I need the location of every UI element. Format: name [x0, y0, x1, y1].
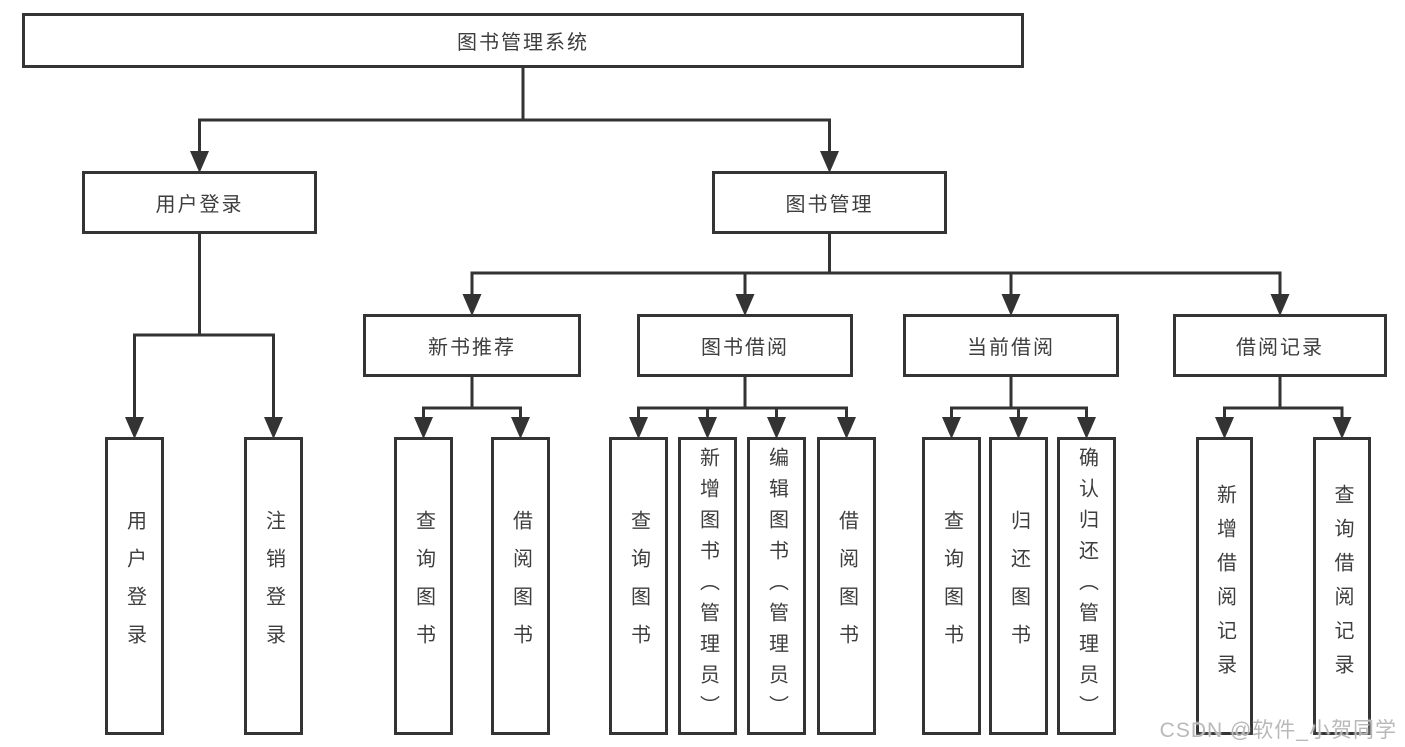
node-label: 查询图书 — [940, 510, 963, 662]
arrowhead-icon — [125, 417, 144, 439]
connector-records — [1215, 375, 1352, 439]
node-label: 借阅图书 — [509, 510, 532, 662]
arrowhead-icon — [414, 417, 433, 439]
node-label: 查询图书 — [627, 510, 650, 662]
node-rec-query: 查询图书 — [394, 437, 453, 735]
connector-rec — [414, 375, 530, 439]
node-current: 当前借阅 — [903, 314, 1119, 377]
connector-root — [190, 66, 839, 173]
connector-current — [942, 375, 1096, 439]
arrowhead-icon — [767, 417, 786, 439]
node-borrow-query: 查询图书 — [609, 437, 668, 735]
node-label: 用户登录 — [155, 194, 244, 216]
connector-line — [637, 375, 848, 425]
node-login-user: 用户登录 — [105, 437, 164, 735]
connector-mgmt — [462, 232, 1290, 316]
arrowhead-icon — [820, 151, 839, 173]
arrowhead-icon — [1215, 417, 1234, 439]
node-label: 用户登录 — [123, 510, 146, 662]
connector-line — [470, 232, 1282, 302]
arrowhead-icon — [1001, 294, 1021, 316]
node-label: 编辑图书（管理员） — [765, 446, 788, 726]
arrowhead-icon — [698, 417, 717, 439]
arrowhead-icon — [837, 417, 856, 439]
arrowhead-icon — [629, 417, 648, 439]
node-login: 用户登录 — [82, 171, 317, 234]
node-rec-borrow: 借阅图书 — [491, 437, 550, 735]
node-label: 当前借阅 — [967, 337, 1055, 359]
node-label: 查询图书 — [412, 510, 435, 662]
arrowhead-icon — [511, 417, 530, 439]
watermark: CSDN @软件_小贺同学 — [1159, 719, 1397, 742]
connector-line — [422, 375, 522, 425]
node-cur-confirm: 确认归还（管理员） — [1057, 437, 1116, 735]
arrowhead-icon — [190, 151, 209, 173]
connector-line — [198, 66, 831, 159]
node-label: 借阅图书 — [835, 510, 858, 662]
arrowhead-icon — [1332, 417, 1352, 439]
node-borrow: 图书借阅 — [637, 314, 853, 377]
node-cur-query: 查询图书 — [922, 437, 981, 735]
node-borrow-add: 新增图书（管理员） — [678, 437, 737, 735]
arrowhead-icon — [1009, 417, 1028, 439]
connector-line — [133, 232, 275, 425]
node-records: 借阅记录 — [1173, 314, 1387, 377]
node-label: 新增图书（管理员） — [696, 446, 719, 726]
node-borrow-edit: 编辑图书（管理员） — [747, 437, 806, 735]
node-label: 归还图书 — [1007, 510, 1030, 662]
node-recs-add: 新增借阅记录 — [1196, 437, 1253, 735]
node-label: 查询借阅记录 — [1331, 484, 1353, 688]
node-borrow-borrow: 借阅图书 — [817, 437, 876, 735]
node-label: 图书管理 — [785, 194, 874, 216]
arrowhead-icon — [1077, 417, 1096, 439]
arrowhead-icon — [264, 417, 283, 439]
node-label: 新书推荐 — [428, 337, 516, 359]
connector-line — [1223, 375, 1344, 425]
node-login-logout: 注销登录 — [244, 437, 303, 735]
node-label: 图书借阅 — [701, 337, 789, 359]
node-cur-return: 归还图书 — [989, 437, 1048, 735]
node-label: 确认归还（管理员） — [1075, 446, 1098, 726]
arrowhead-icon — [1270, 294, 1290, 316]
connector-line — [950, 375, 1088, 425]
node-recs-query: 查询借阅记录 — [1313, 437, 1371, 735]
node-label: 注销登录 — [262, 510, 285, 662]
node-mgmt: 图书管理 — [712, 171, 947, 234]
node-label: 新增借阅记录 — [1213, 484, 1236, 688]
arrowhead-icon — [735, 294, 755, 316]
node-root: 图书管理系统 — [22, 13, 1024, 68]
connector-login — [125, 232, 283, 439]
node-label: 图书管理系统 — [457, 32, 589, 54]
arrowhead-icon — [942, 417, 961, 439]
node-rec: 新书推荐 — [363, 314, 581, 377]
connector-borrow — [629, 375, 856, 439]
arrowhead-icon — [462, 294, 482, 316]
node-label: 借阅记录 — [1236, 337, 1324, 359]
